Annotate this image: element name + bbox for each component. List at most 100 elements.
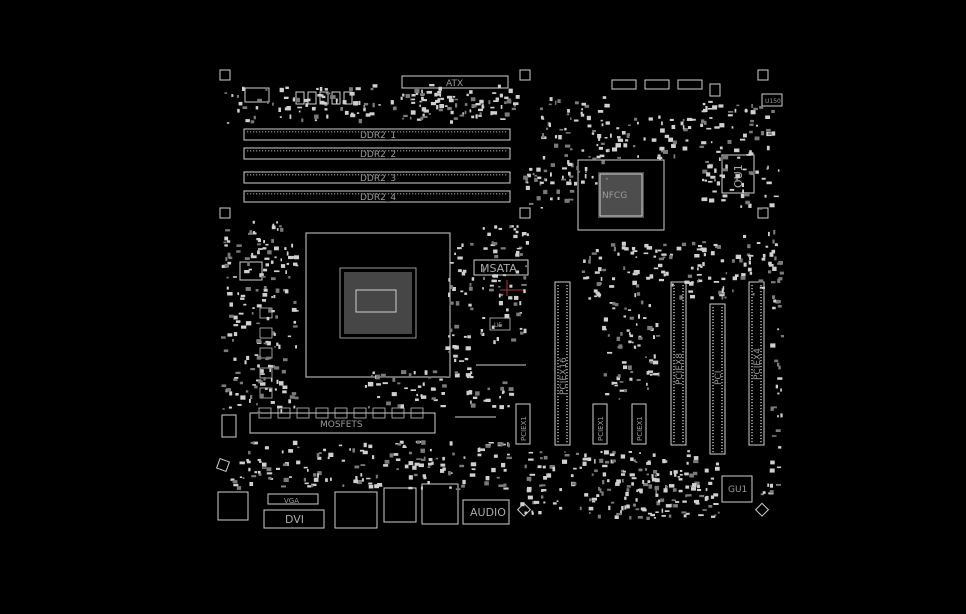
- smd-pad: [422, 113, 425, 117]
- smd-pad: [748, 260, 751, 265]
- dimm-pin: [247, 150, 249, 152]
- smd-pad: [626, 488, 630, 492]
- slot-pin: [682, 336, 684, 338]
- dimm-pin: [436, 174, 438, 176]
- pciex1-b-label: PCIEX1: [597, 416, 605, 441]
- smd-pad: [225, 257, 228, 261]
- smd-pad: [408, 373, 412, 377]
- smd-pad: [716, 181, 720, 186]
- smd-pad: [493, 340, 496, 345]
- smd-pad: [541, 116, 544, 120]
- smd-pad: [559, 128, 564, 131]
- smd-pad: [276, 379, 279, 384]
- slot-pin: [682, 333, 684, 335]
- smd-pad: [692, 471, 698, 476]
- smd-pad: [262, 293, 268, 297]
- slot-pin: [673, 411, 675, 413]
- smd-pad: [252, 220, 255, 224]
- slot-pin: [760, 399, 762, 401]
- smd-pad: [242, 106, 248, 109]
- slot-pin: [673, 291, 675, 293]
- dimm-pin: [325, 174, 327, 176]
- smd-pad: [411, 98, 416, 101]
- smd-pad: [546, 473, 552, 478]
- slot-pin: [673, 369, 675, 371]
- smd-pad: [602, 479, 605, 485]
- dimm-pin: [496, 193, 498, 195]
- dimm-pin: [280, 131, 282, 133]
- smd-pad: [683, 128, 688, 132]
- smd-pad: [371, 375, 373, 377]
- smd-pad: [274, 346, 276, 348]
- smd-pad: [232, 339, 234, 342]
- smd-pad: [483, 276, 485, 280]
- smd-pad: [411, 101, 416, 104]
- smd-pad: [570, 148, 573, 151]
- smd-pad: [540, 107, 543, 111]
- smd-pad: [777, 415, 779, 418]
- smd-pad: [631, 482, 634, 486]
- smd-pad: [415, 398, 419, 401]
- slot-pin: [721, 370, 723, 372]
- smd-pad: [636, 270, 640, 275]
- dimm-pin: [415, 131, 417, 133]
- smd-pad: [459, 360, 465, 362]
- smd-pad: [671, 143, 676, 148]
- smd-pad: [293, 300, 297, 304]
- smd-pad: [554, 143, 559, 148]
- slot-pin: [673, 330, 675, 332]
- smd-pad: [604, 137, 608, 139]
- smd-pad: [263, 286, 267, 290]
- smd-pad: [233, 378, 238, 381]
- dimm-pin: [424, 193, 426, 195]
- smd-pad: [697, 264, 702, 267]
- smd-pad: [349, 87, 353, 91]
- dimm-pin: [415, 150, 417, 152]
- dimm-pin: [370, 193, 372, 195]
- smd-pad: [513, 102, 519, 106]
- smd-pad: [243, 303, 247, 306]
- smd-pad: [605, 460, 609, 464]
- smd-pad: [540, 495, 544, 499]
- smd-pad: [755, 124, 758, 127]
- smd-pad: [428, 462, 432, 466]
- dimm-pin: [367, 174, 369, 176]
- smd-pad: [450, 110, 454, 115]
- slot-pin: [712, 358, 714, 360]
- dimm-pin: [463, 174, 465, 176]
- pci-label: PCI: [714, 371, 724, 385]
- smd-pad: [706, 127, 712, 130]
- smd-pad: [714, 179, 716, 182]
- dimm-pin: [310, 193, 312, 195]
- dimm-pin: [490, 193, 492, 195]
- smd-pad: [458, 269, 462, 273]
- smd-pad: [342, 484, 345, 487]
- slot-pin: [712, 415, 714, 417]
- slot-pin: [682, 372, 684, 374]
- slot-pin: [721, 325, 723, 327]
- smd-pad: [527, 495, 533, 500]
- dimm-pin: [397, 174, 399, 176]
- smd-pad: [550, 181, 555, 185]
- smd-pad: [442, 456, 445, 461]
- dimm-pin: [487, 174, 489, 176]
- smd-pad: [620, 510, 622, 515]
- smd-pad: [543, 476, 547, 480]
- smd-pad: [448, 98, 454, 103]
- smd-pad: [427, 466, 431, 468]
- smd-pad: [566, 113, 570, 116]
- smd-pad: [589, 255, 591, 260]
- smd-pad: [600, 142, 605, 145]
- slot-pin: [751, 426, 753, 428]
- smd-pad: [624, 389, 628, 393]
- slot-pin: [721, 346, 723, 348]
- dimm-pin: [490, 174, 492, 176]
- smd-pad: [653, 255, 657, 258]
- smd-pad: [434, 92, 438, 97]
- slot-pin: [721, 448, 723, 450]
- dimm-pin: [268, 150, 270, 152]
- slot-pin: [557, 351, 559, 353]
- smd-pad: [777, 328, 780, 331]
- smd-pad: [633, 145, 636, 148]
- dimm-pin: [430, 174, 432, 176]
